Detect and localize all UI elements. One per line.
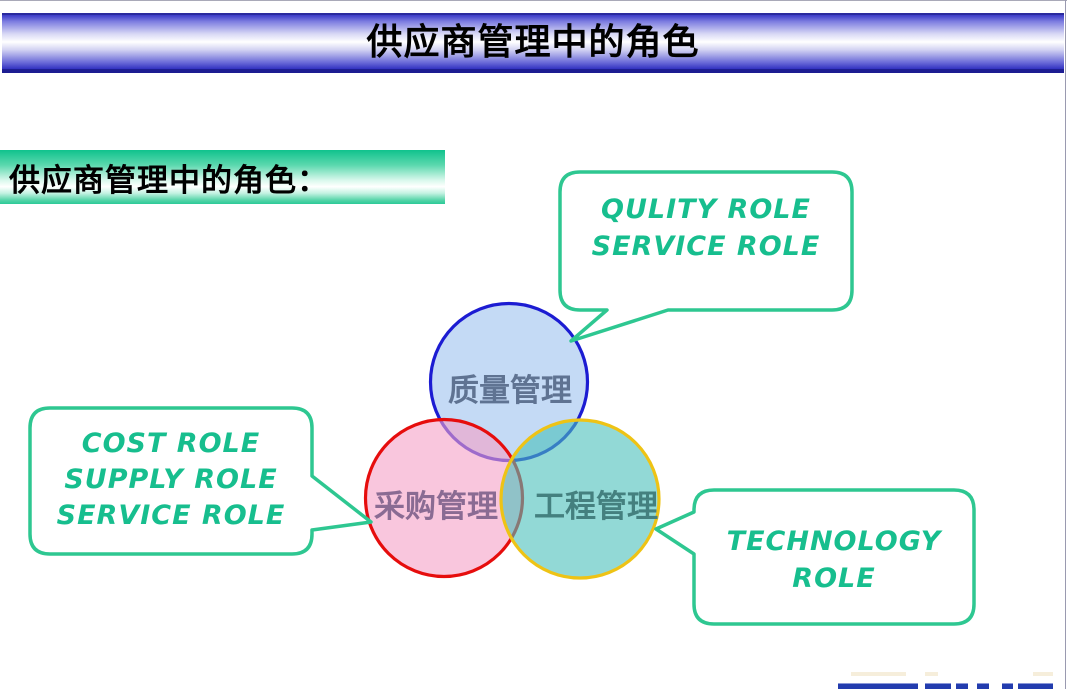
callout-quality-line-1: QULITY ROLE: [601, 194, 811, 225]
callout-technology-text: TECHNOLOGY ROLE: [694, 523, 974, 597]
section-heading-bar: 供应商管理中的角色：: [0, 150, 445, 204]
quality-circle-label: 质量管理: [448, 373, 572, 408]
callout-cost-line-3: SERVICE ROLE: [56, 500, 286, 531]
callout-technology-line-2: ROLE: [792, 563, 876, 594]
callout-technology-line-1: TECHNOLOGY: [726, 526, 942, 557]
callout-technology-bubble: [654, 488, 976, 626]
right-border-line: [1065, 0, 1066, 689]
section-heading: 供应商管理中的角色：: [9, 162, 329, 198]
callout-cost-text: COST ROLE SUPPLY ROLE SERVICE ROLE: [30, 426, 312, 534]
callout-cost-line-2: SUPPLY ROLE: [64, 464, 278, 495]
callout-quality-line-2: SERVICE ROLE: [591, 231, 821, 262]
engineering-circle-label: 工程管理: [534, 489, 658, 524]
slide-title: 供应商管理中的角色: [366, 21, 700, 62]
engineering-circle: [499, 418, 661, 580]
top-border-line: [0, 0, 1067, 1]
callout-quality-bubble: [558, 170, 854, 343]
callout-quality-text: QULITY ROLE SERVICE ROLE: [560, 191, 852, 265]
callout-cost-line-1: COST ROLE: [81, 428, 261, 459]
procurement-circle-label: 采购管理: [374, 489, 498, 524]
title-bar: 供应商管理中的角色: [2, 13, 1064, 73]
callout-cost-bubble: [28, 406, 373, 556]
